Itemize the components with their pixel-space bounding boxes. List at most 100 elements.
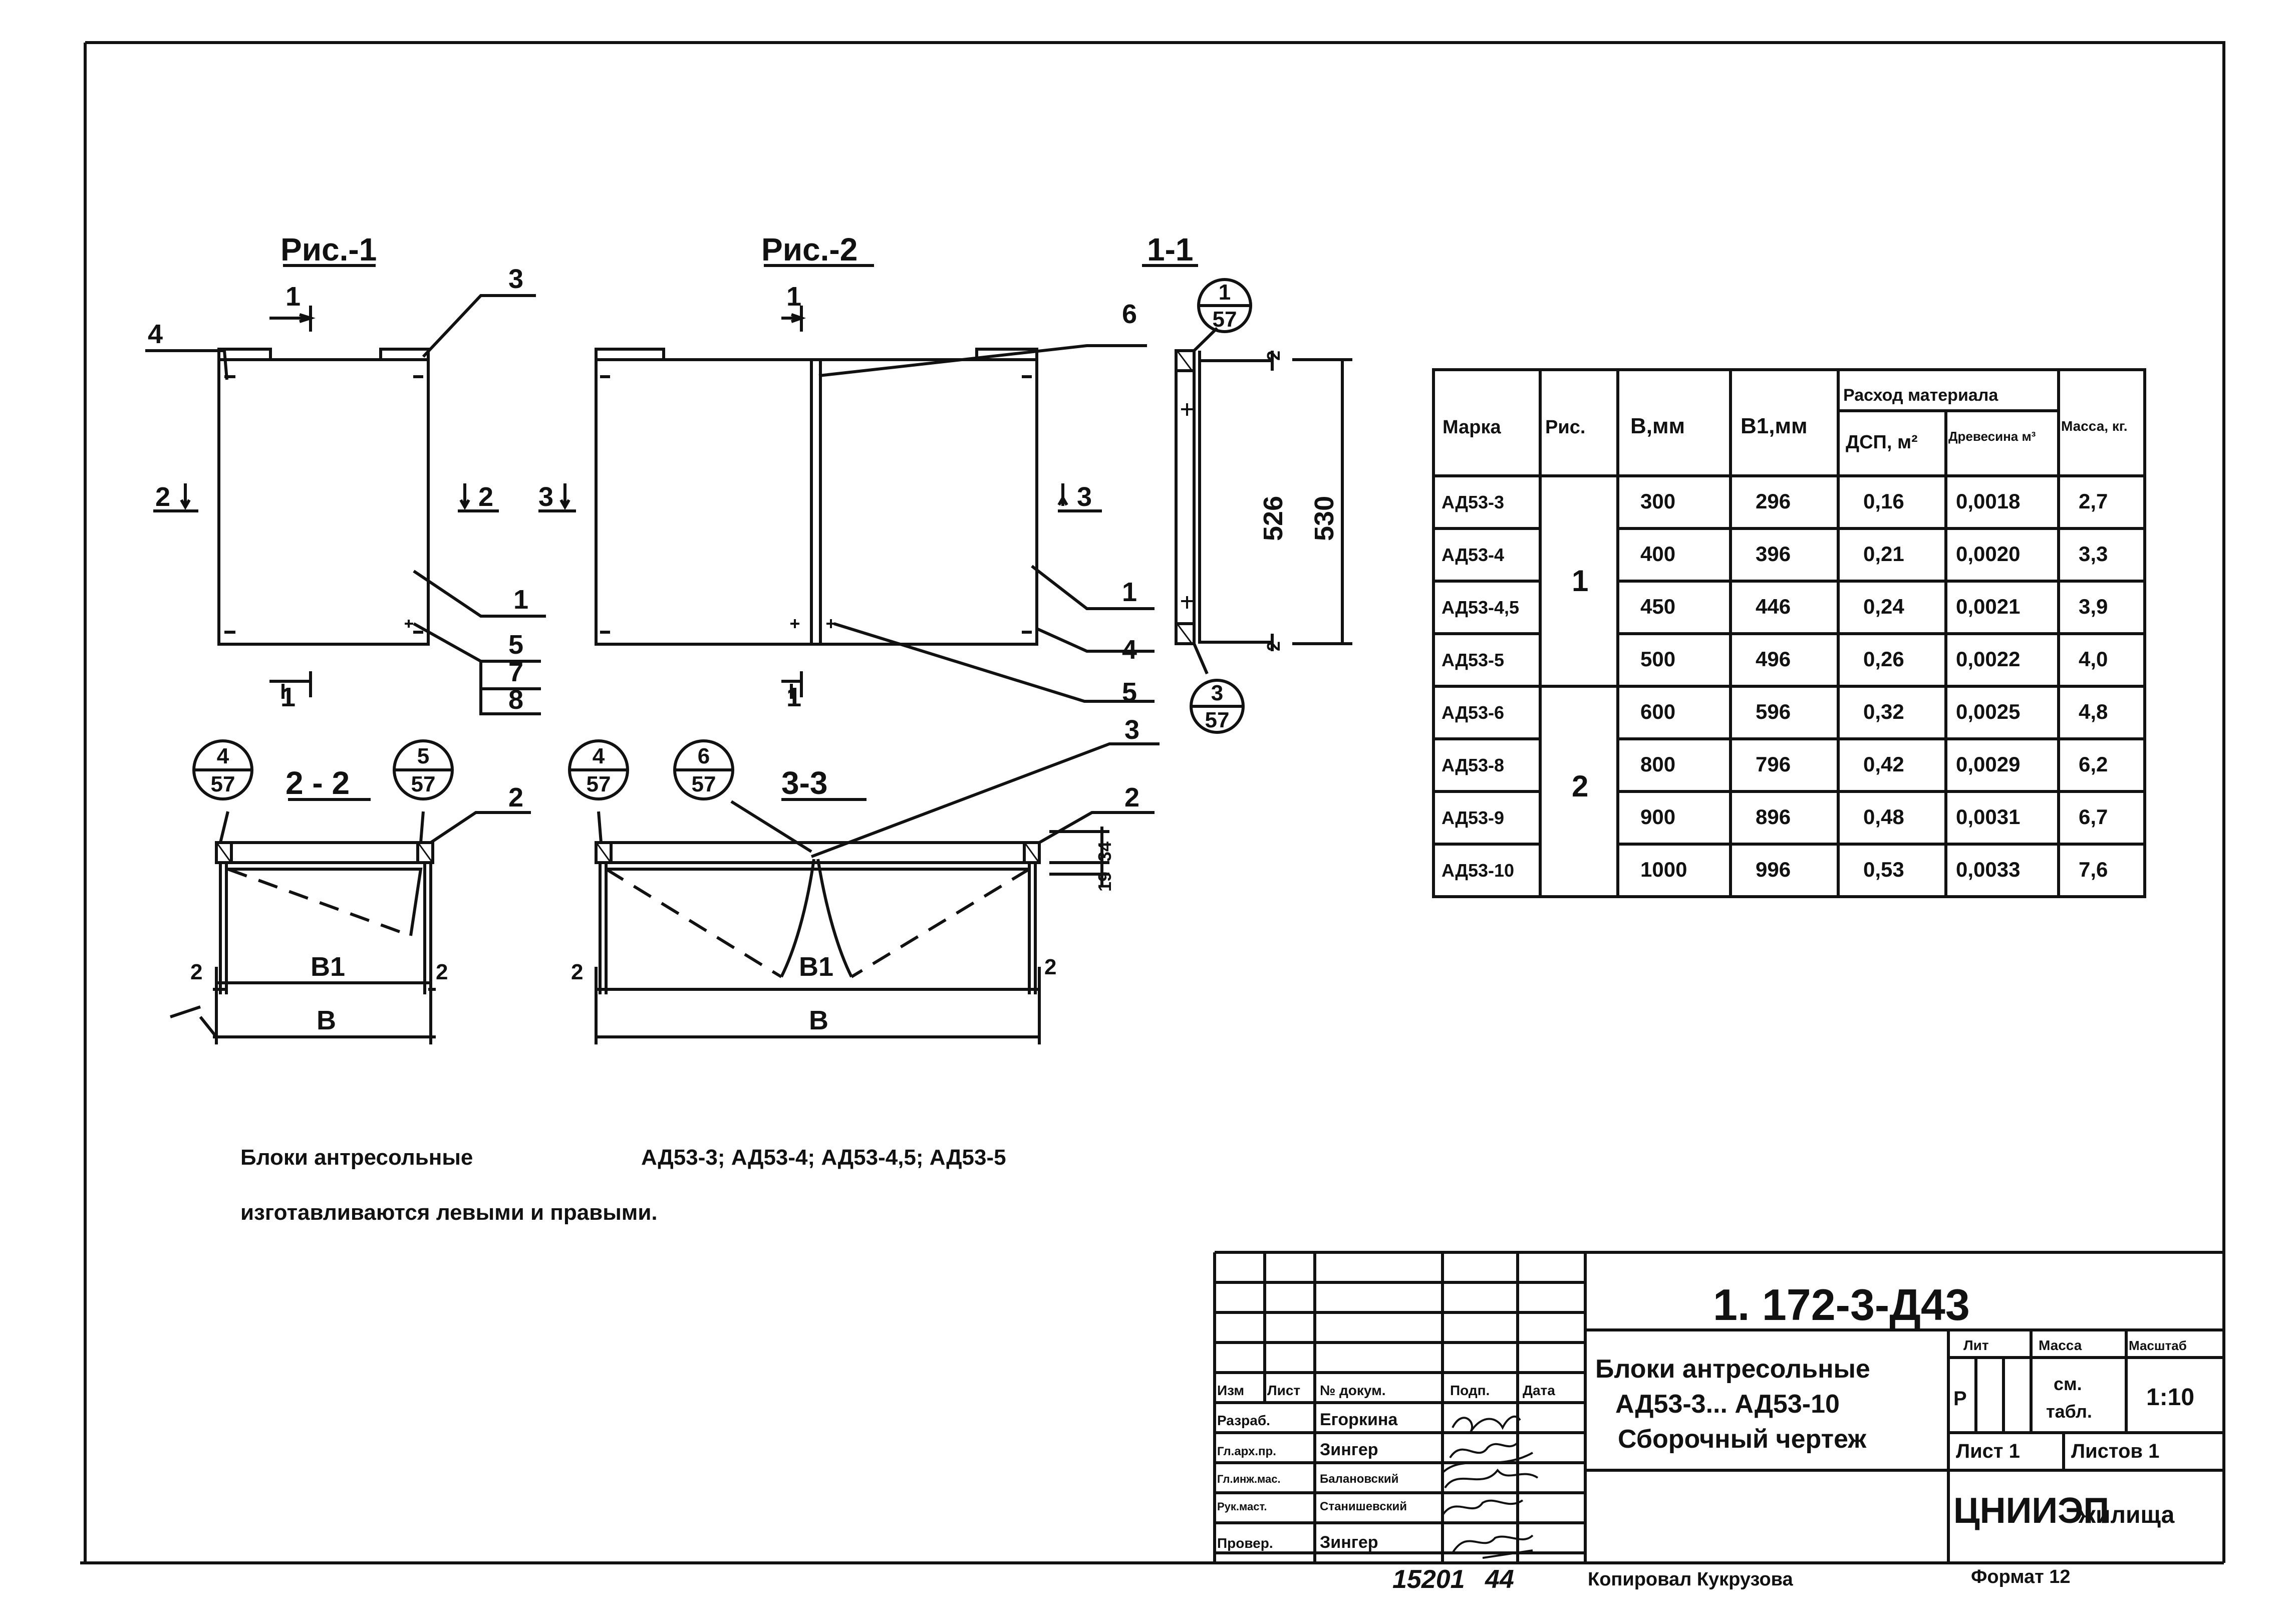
fig1-title: Рис.-1 <box>280 231 377 267</box>
table-cell-wood: 0,0020 <box>1956 542 2020 566</box>
callout-1-fig2: 1 <box>1122 577 1137 607</box>
col-izm: Изм <box>1217 1383 1244 1398</box>
copied-by: Копировал Кукрузова <box>1588 1569 1794 1590</box>
section-3-3 <box>595 742 1160 1044</box>
table-cell-mass: 3,9 <box>2079 595 2108 618</box>
table-cell-b1: 996 <box>1756 858 1791 881</box>
table-cell-b1: 896 <box>1756 805 1791 829</box>
section-3-3-title: 3-3 <box>781 765 828 801</box>
table-cell-mark: АД53-4 <box>1442 545 1504 565</box>
gap-2-right-sec33: 2 <box>1044 955 1056 979</box>
fig2-front-view <box>538 306 1155 703</box>
role-0: Разраб. <box>1217 1413 1270 1428</box>
sheet-number: Лист 1 <box>1956 1440 2020 1462</box>
table-cell-dsp: 0,48 <box>1863 805 1904 829</box>
gap-2-right-sec22: 2 <box>436 960 448 984</box>
table-cell-mass: 3,3 <box>2079 542 2108 566</box>
name-4: Зингер <box>1320 1533 1378 1552</box>
table-cell-mark: АД53-3 <box>1442 492 1504 512</box>
table-cell-mass: 6,7 <box>2079 805 2108 829</box>
lit-label: Лит <box>1963 1337 1989 1353</box>
table-cell-mass: 4,0 <box>2079 647 2108 671</box>
table-cell-dsp: 0,16 <box>1863 489 1904 513</box>
role-4: Провер. <box>1217 1535 1273 1551</box>
bubble-1-57-num: 1 <box>1219 280 1231 305</box>
cut-2-left: 2 <box>155 482 170 512</box>
fig1-front-view <box>145 294 546 715</box>
inventory-number: 15201 <box>1392 1565 1465 1594</box>
table-cell-b: 600 <box>1640 700 1675 723</box>
title-line2: АД53-3... АД53-10 <box>1615 1390 1840 1419</box>
dim-34: 34 <box>1094 842 1115 862</box>
bubble-1-57-den: 57 <box>1213 307 1237 332</box>
callout-7-fig1: 7 <box>508 657 523 687</box>
callout-5-fig1: 5 <box>508 630 523 660</box>
th-fig: Рис. <box>1545 417 1585 438</box>
organization: ЦНИИЭП <box>1953 1491 2109 1531</box>
table-cell-b1: 446 <box>1756 595 1791 618</box>
dim-530: 530 <box>1309 496 1339 541</box>
organization-suffix: жилища <box>2078 1502 2175 1528</box>
dim-2-top: 2 <box>1263 351 1284 361</box>
name-2: Балановский <box>1320 1472 1398 1486</box>
role-2: Гл.инж.мас. <box>1217 1473 1281 1485</box>
table-cell-dsp: 0,21 <box>1863 542 1904 566</box>
th-b1: B1,мм <box>1741 414 1808 438</box>
section-1-1 <box>1175 327 1352 675</box>
title-block-grid <box>1213 1251 2224 1563</box>
sheet-frame <box>80 41 2225 1564</box>
table-cell-mark: АД53-10 <box>1442 860 1514 881</box>
fig-group-1: 1 <box>1572 564 1588 598</box>
dim-19: 19 <box>1094 872 1115 892</box>
section-2-2 <box>170 811 531 1044</box>
callout-3-fig1: 3 <box>508 264 523 294</box>
bubble-4-57-b-den: 57 <box>587 772 611 796</box>
table-cell-wood: 0,0018 <box>1956 489 2020 513</box>
bubble-6-57-den: 57 <box>692 772 716 796</box>
cut-2-right: 2 <box>478 482 493 512</box>
cut-1-top-fig1: 1 <box>285 282 301 312</box>
table-cell-dsp: 0,42 <box>1863 752 1904 776</box>
dim-B-sec22: B <box>317 1005 336 1035</box>
mass-value-2: табл. <box>2046 1401 2092 1422</box>
table-cell-mark: АД53-5 <box>1442 650 1504 670</box>
table-cell-wood: 0,0025 <box>1956 700 2020 723</box>
title-line3: Сборочный чертеж <box>1618 1425 1867 1454</box>
signatures <box>1442 1415 1539 1559</box>
col-date: Дата <box>1523 1383 1555 1398</box>
table-cell-b1: 596 <box>1756 700 1791 723</box>
name-1: Зингер <box>1320 1440 1378 1459</box>
th-b: B,мм <box>1630 414 1685 438</box>
note-line2: изготавливаются левыми и правыми. <box>240 1200 658 1225</box>
dim-B1-sec33: B1 <box>799 952 833 982</box>
col-sign: Подп. <box>1450 1383 1490 1398</box>
table-cell-b1: 396 <box>1756 542 1791 566</box>
fig-group-2: 2 <box>1572 769 1588 803</box>
role-3: Рук.маст. <box>1217 1500 1267 1513</box>
table-cell-b1: 796 <box>1756 752 1791 776</box>
dim-526: 526 <box>1258 496 1288 541</box>
table-cell-mark: АД53-4,5 <box>1442 597 1519 618</box>
table-cell-mass: 4,8 <box>2079 700 2108 723</box>
section-2-2-title: 2 - 2 <box>285 765 350 801</box>
bubble-4-57-a-den: 57 <box>211 772 235 796</box>
table-cell-wood: 0,0022 <box>1956 647 2020 671</box>
dim-2-bottom: 2 <box>1263 641 1284 651</box>
section-1-1-title: 1-1 <box>1147 231 1194 267</box>
table-cell-mass: 7,6 <box>2079 858 2108 881</box>
spec-table-grid <box>1432 368 2146 898</box>
table-cell-b: 1000 <box>1640 858 1687 881</box>
th-wood: Древесина м³ <box>1948 429 2036 444</box>
title-line1: Блоки антресольные <box>1595 1355 1870 1384</box>
role-1: Гл.арх.пр. <box>1217 1445 1276 1458</box>
note-line1-b: АД53-3; АД53-4; АД53-4,5; АД53-5 <box>641 1145 1006 1170</box>
table-cell-b1: 296 <box>1756 489 1791 513</box>
table-cell-b: 450 <box>1640 595 1675 618</box>
table-cell-wood: 0,0033 <box>1956 858 2020 881</box>
dim-B1-sec22: B1 <box>311 952 345 982</box>
table-cell-dsp: 0,26 <box>1863 647 1904 671</box>
col-list: Лист <box>1267 1383 1300 1398</box>
cut-3-left: 3 <box>538 482 553 512</box>
mass-value-1: см. <box>2054 1374 2082 1394</box>
